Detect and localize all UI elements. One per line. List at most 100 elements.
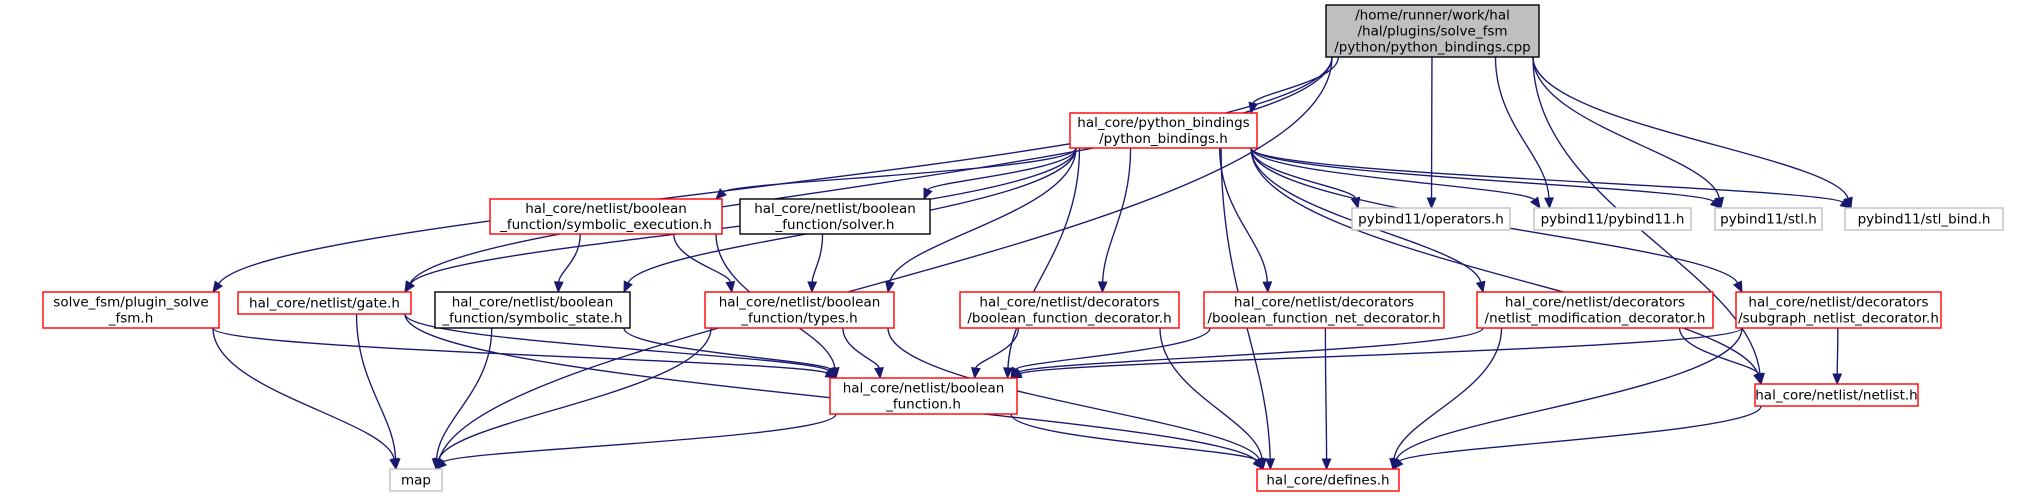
edge-pb-to-stl [1250, 147, 1722, 209]
arrowhead [807, 281, 818, 294]
node-stlb[interactable]: pybind11/stl_bind.h [1844, 207, 2004, 231]
node-box [704, 291, 895, 329]
edge-line [558, 233, 581, 283]
node-box [1754, 383, 1919, 407]
arrowhead [212, 280, 224, 294]
node-label: hal_core/netlist/boolean [525, 201, 687, 217]
node-bfd[interactable]: hal_core/netlist/decorators/boolean_func… [959, 291, 1180, 329]
node-label: map [401, 473, 431, 489]
edge-line [1102, 147, 1132, 283]
node-pb[interactable]: hal_core/python_bindings/python_bindings… [1069, 112, 1258, 149]
arrowhead [715, 188, 727, 200]
node-snd[interactable]: hal_core/netlist/decorators/subgraph_net… [1735, 291, 1942, 329]
edge-line [1250, 147, 1535, 201]
node-label: _fsm.h [108, 311, 154, 327]
node-box [1533, 207, 1692, 231]
node-label: hal_core/netlist/decorators [1505, 295, 1685, 311]
node-label: hal_core/netlist/gate.h [249, 296, 400, 312]
node-box [1069, 112, 1258, 149]
node-label: pybind11/operators.h [1358, 212, 1504, 228]
edge-line [1159, 327, 1263, 460]
edge-line [1250, 147, 1844, 203]
node-nmd[interactable]: hal_core/netlist/decorators/netlist_modi… [1476, 291, 1714, 329]
edge-line [409, 56, 1333, 284]
node-label: hal_core/netlist/netlist.h [1755, 388, 1917, 404]
node-label: _function/symbolic_state.h [441, 311, 622, 327]
node-root[interactable]: /home/runner/work/hal/hal/plugins/solve_… [1325, 4, 1540, 58]
arrowhead [1253, 457, 1264, 471]
arrowhead [1321, 458, 1332, 471]
node-psolve[interactable]: solve_fsm/plugin_solve_fsm.h [42, 291, 220, 329]
node-bfnd[interactable]: hal_core/netlist/decorators/boolean_func… [1203, 291, 1445, 329]
edge-line [212, 327, 395, 460]
edge-gate-to-map [355, 313, 401, 471]
node-pyb[interactable]: pybind11/pybind11.h [1533, 207, 1692, 231]
node-bf[interactable]: hal_core/netlist/boolean_function.h [829, 377, 1018, 415]
edge-pb-to-bf [1003, 147, 1081, 380]
node-solver[interactable]: hal_core/netlist/boolean_function/solver… [739, 198, 931, 235]
node-label: pybind11/stl_bind.h [1858, 212, 1991, 228]
edge-line [623, 327, 832, 371]
node-sym_exec[interactable]: hal_core/netlist/boolean_function/symbol… [489, 198, 723, 235]
node-gate[interactable]: hal_core/netlist/gate.h [237, 291, 412, 315]
arrowhead [885, 280, 895, 294]
arrowhead [826, 366, 837, 380]
edge-line [438, 327, 712, 460]
arrowhead [874, 367, 884, 380]
edge-line [1395, 327, 1743, 460]
arrowhead [404, 280, 415, 294]
node-stl[interactable]: pybind11/stl.h [1714, 207, 1823, 231]
edge-layer [212, 56, 1853, 471]
edge-pb-to-stlb [1250, 147, 1853, 209]
node-box [237, 291, 412, 315]
edge-line [1250, 147, 1714, 202]
edge-line [1398, 405, 1762, 462]
edge-root-to-op [1426, 56, 1437, 210]
edge-pb-to-solver [923, 147, 1077, 201]
node-box [829, 377, 1018, 415]
edge-line [1252, 56, 1340, 104]
node-map[interactable]: map [389, 468, 443, 492]
edge-line [1015, 327, 1211, 370]
edge-line [722, 147, 1077, 193]
arrowhead [1832, 373, 1843, 386]
arrowhead [725, 280, 736, 294]
edge-pb-to-sym_exec [715, 147, 1077, 200]
node-sym_state[interactable]: hal_core/netlist/boolean_function/symbol… [434, 291, 631, 329]
edge-line [1393, 327, 1503, 460]
node-layer: /home/runner/work/hal/hal/plugins/solve_… [42, 4, 2004, 492]
node-box [739, 198, 931, 235]
node-label: hal_core/netlist/decorators [1234, 295, 1414, 311]
arrowhead [623, 280, 633, 294]
arrowhead [1003, 367, 1013, 380]
edge-bfnd-to-defines [1321, 327, 1332, 471]
node-defines[interactable]: hal_core/defines.h [1256, 468, 1400, 492]
node-netlist[interactable]: hal_core/netlist/netlist.h [1754, 383, 1919, 407]
node-label: /boolean_function_net_decorator.h [1207, 311, 1440, 327]
edge-line [1532, 56, 1761, 375]
arrowhead [1475, 280, 1486, 294]
node-types[interactable]: hal_core/netlist/boolean_function/types.… [704, 291, 895, 329]
node-op[interactable]: pybind11/operators.h [1351, 207, 1511, 231]
node-label: /home/runner/work/hal [1355, 8, 1510, 24]
edge-sym_exec-to-types [673, 233, 736, 294]
node-label: hal_core/netlist/boolean [719, 295, 881, 311]
edge-root-to-pyb [1494, 56, 1554, 210]
node-box [1735, 291, 1942, 329]
node-label: /netlist_modification_decorator.h [1485, 311, 1706, 327]
node-box [1714, 207, 1823, 231]
edge-pb-to-netlist [1250, 147, 1763, 386]
edge-line [1019, 327, 1743, 375]
edge-root-to-gate [404, 56, 1333, 294]
edge-line [435, 327, 493, 460]
edge-line [1018, 327, 1484, 373]
edge-sym_state-to-map [431, 327, 493, 471]
edge-line [218, 56, 1333, 285]
edge-line [889, 147, 1077, 283]
node-label: /subgraph_netlist_decorator.h [1738, 311, 1939, 327]
arrowhead [970, 366, 981, 380]
arrowhead [1265, 458, 1276, 471]
edge-root-to-psolve [212, 56, 1333, 294]
arrowhead [1839, 197, 1853, 209]
edge-line [1836, 327, 1839, 375]
